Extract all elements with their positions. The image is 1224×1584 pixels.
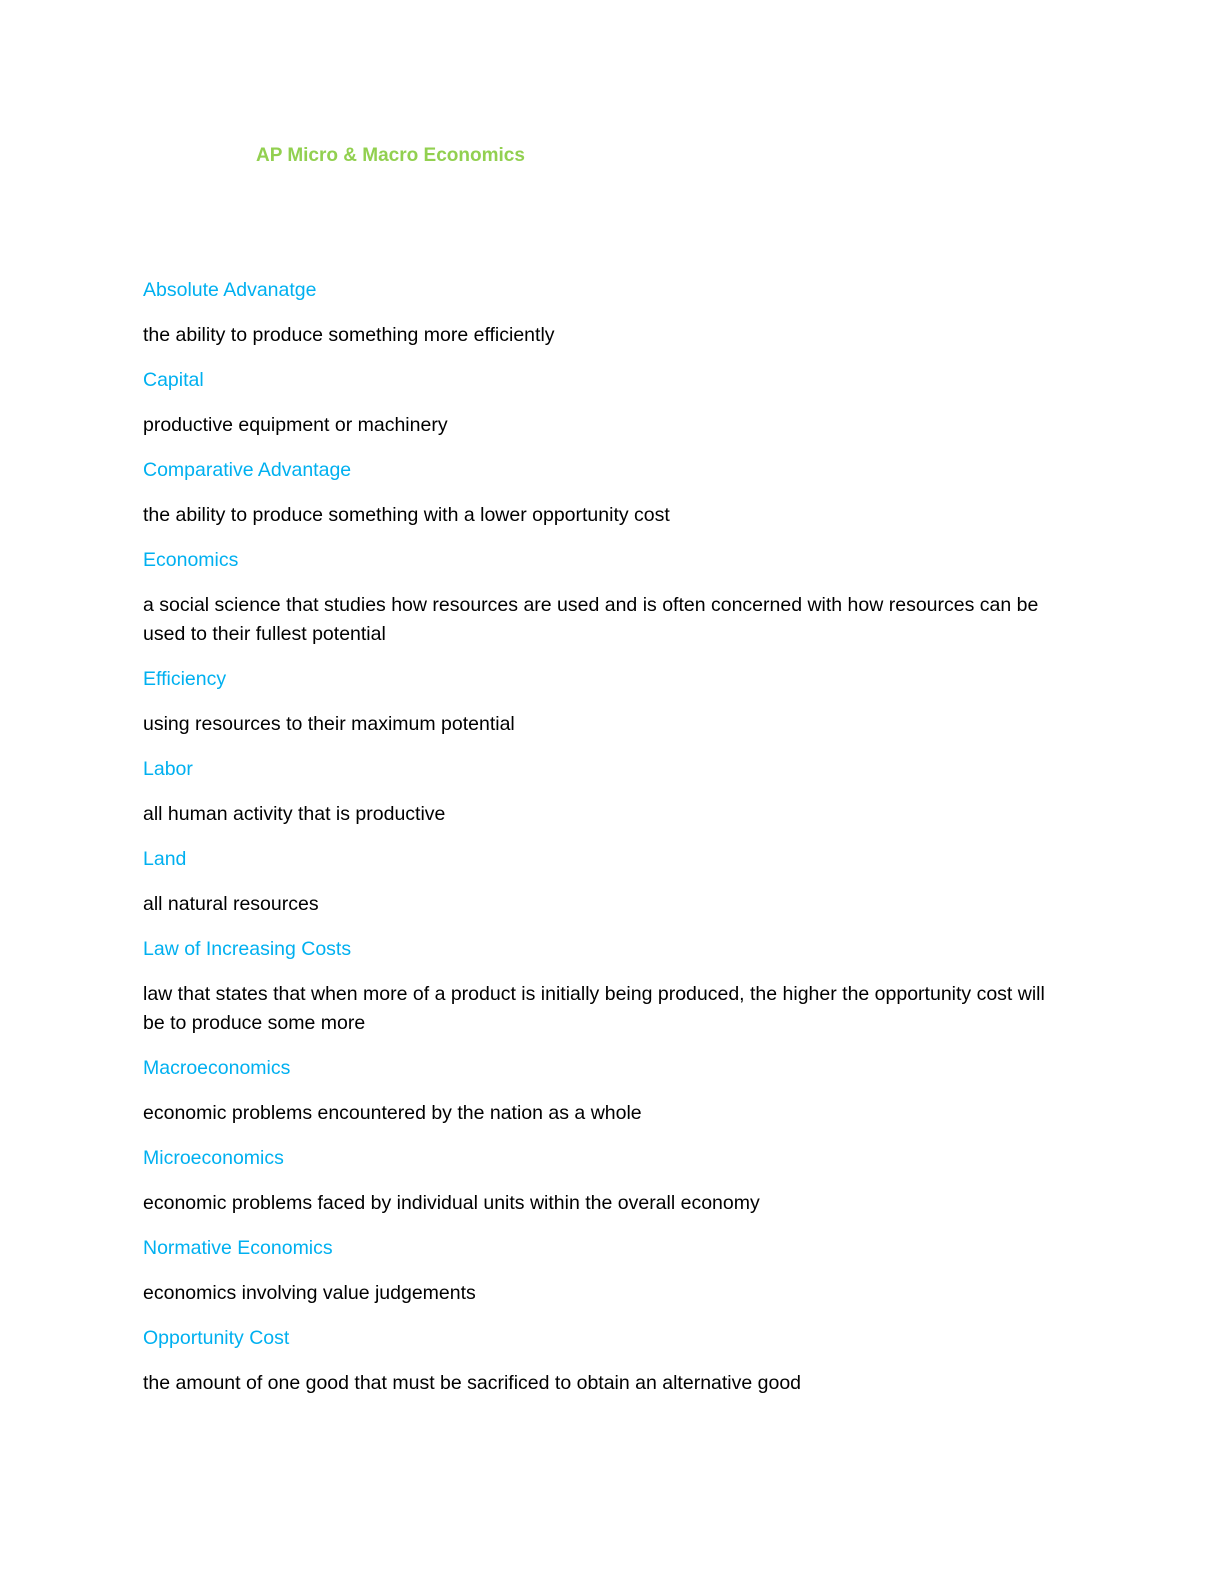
glossary-definition: a social science that studies how resour… — [143, 594, 1039, 645]
glossary-entry: Opportunity Cost the amount of one good … — [143, 1324, 1063, 1398]
glossary-definition: economics involving value judgements — [143, 1282, 476, 1304]
glossary-definition: productive equipment or machinery — [143, 414, 448, 436]
glossary-term: Normative Economics — [143, 1237, 333, 1259]
glossary-term: Macroeconomics — [143, 1057, 291, 1079]
document-title: AP Micro & Macro Economics — [256, 145, 525, 166]
glossary-definition: the ability to produce something with a … — [143, 504, 670, 526]
glossary-definition: economic problems faced by individual un… — [143, 1192, 760, 1214]
glossary-term: Capital — [143, 369, 204, 391]
glossary-definition: the amount of one good that must be sacr… — [143, 1372, 802, 1394]
glossary-term: Absolute Advanatge — [143, 279, 317, 301]
glossary-entry: Capital productive equipment or machiner… — [143, 366, 1063, 440]
glossary-entry: Land all natural resources — [143, 845, 1063, 919]
glossary-term: Efficiency — [143, 668, 227, 690]
glossary-definition: all human activity that is productive — [143, 803, 446, 825]
glossary-entry: Microeconomics economic problems faced b… — [143, 1144, 1063, 1218]
glossary-entry: Macroeconomics economic problems encount… — [143, 1054, 1063, 1128]
glossary-entry: Law of Increasing Costs law that states … — [143, 935, 1063, 1038]
glossary-entry: Normative Economics economics involving … — [143, 1234, 1063, 1308]
glossary-entry: Economics a social science that studies … — [143, 546, 1063, 649]
glossary-entry: Efficiency using resources to their maxi… — [143, 665, 1063, 739]
glossary-definition: all natural resources — [143, 893, 319, 915]
glossary-definition: the ability to produce something more ef… — [143, 324, 555, 346]
glossary-term: Comparative Advantage — [143, 459, 352, 481]
glossary-entry: Absolute Advanatge the ability to produc… — [143, 276, 1063, 350]
glossary-definition: economic problems encountered by the nat… — [143, 1102, 642, 1124]
glossary-definition: law that states that when more of a prod… — [143, 983, 1045, 1034]
glossary-entry: Comparative Advantage the ability to pro… — [143, 456, 1063, 530]
glossary-list: Absolute Advanatge the ability to produc… — [143, 276, 1063, 1414]
glossary-term: Opportunity Cost — [143, 1327, 290, 1349]
glossary-term: Microeconomics — [143, 1147, 284, 1169]
glossary-term: Law of Increasing Costs — [143, 938, 352, 960]
glossary-definition: using resources to their maximum potenti… — [143, 713, 515, 735]
glossary-term: Economics — [143, 549, 239, 571]
glossary-term: Land — [143, 848, 187, 870]
glossary-entry: Labor all human activity that is product… — [143, 755, 1063, 829]
glossary-term: Labor — [143, 758, 193, 780]
